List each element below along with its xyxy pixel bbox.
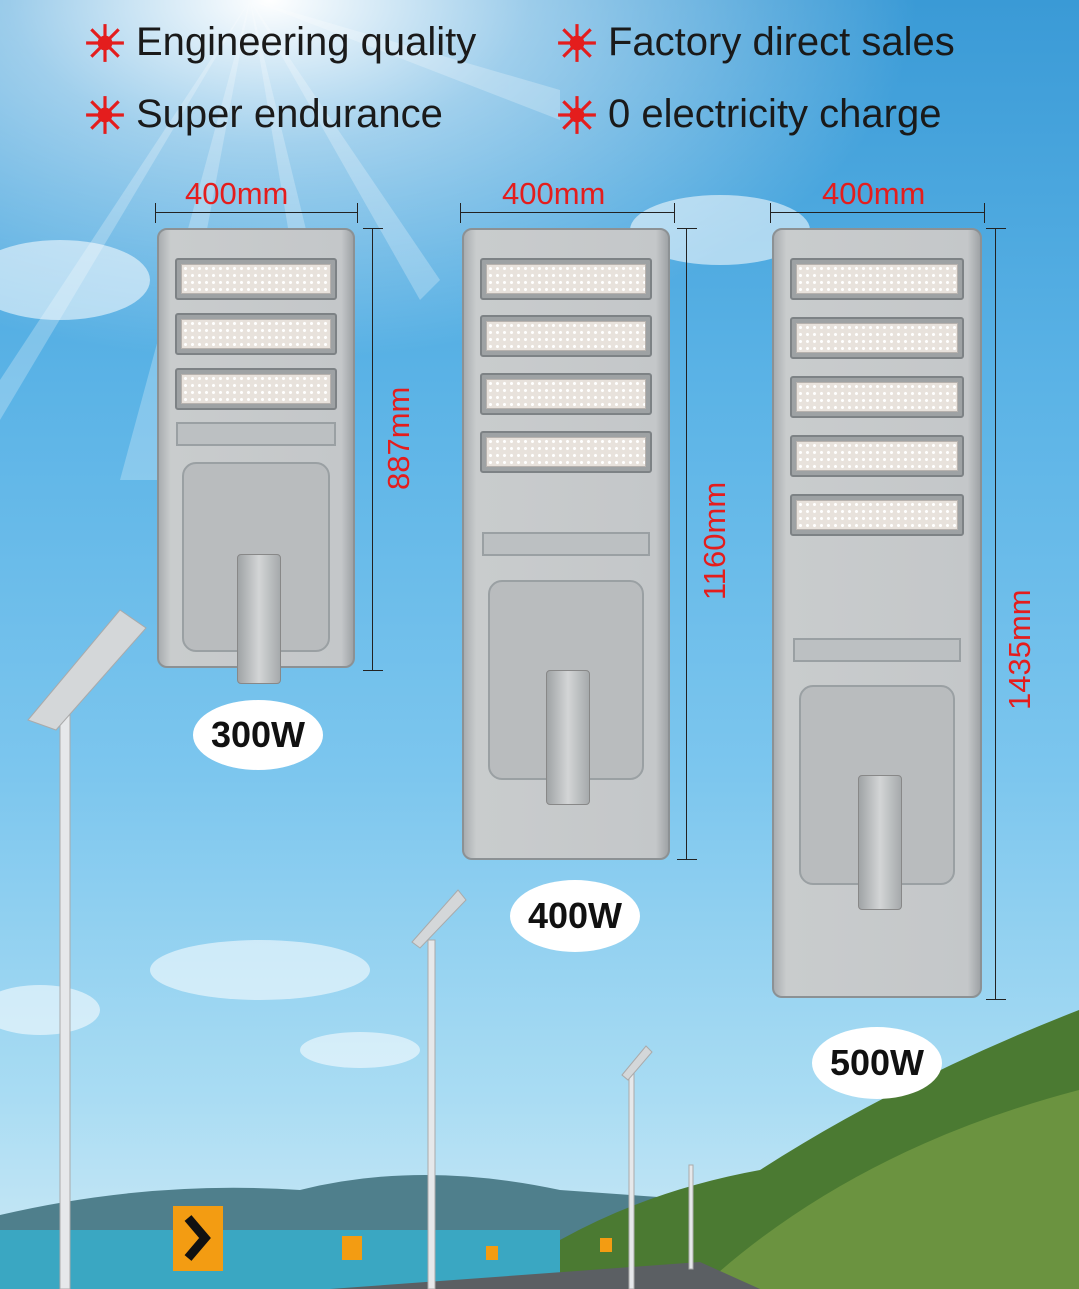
street-poles [27, 609, 694, 1289]
height-label: 1160mm [697, 481, 732, 601]
mount-arm [546, 670, 590, 805]
feature-engineering-quality: Engineering quality [84, 20, 476, 65]
feature-text: Engineering quality [136, 20, 477, 64]
red-star-icon [86, 23, 124, 62]
led-module [790, 258, 964, 300]
led-module [174, 313, 338, 355]
led-module [790, 494, 964, 536]
led-module [790, 376, 964, 418]
road-signs [173, 1206, 612, 1271]
width-dimension-line [155, 203, 358, 223]
lamp-300w [157, 228, 355, 684]
width-label: 400mm [185, 176, 289, 211]
led-module [790, 317, 964, 359]
road [330, 1262, 760, 1289]
power-badge-500w: 500W [812, 1027, 942, 1099]
clouds [0, 195, 810, 1068]
hinge-bar [482, 532, 650, 556]
lamp-500w [772, 228, 982, 998]
feature-text: Factory direct sales [608, 20, 955, 64]
feature-zero-electricity-charge: 0 electricity charge [556, 92, 941, 137]
power-badge-300w: 300W [193, 700, 323, 770]
feature-super-endurance: Super endurance [84, 92, 443, 137]
width-dimension-line [460, 203, 675, 223]
red-star-icon [558, 95, 596, 134]
led-module [790, 435, 964, 477]
height-dimension-line [677, 228, 697, 860]
height-dimension-line [986, 228, 1006, 1000]
height-label: 887mm [381, 386, 416, 490]
led-module [480, 373, 652, 415]
feature-text: 0 electricity charge [608, 92, 942, 136]
width-label: 400mm [502, 176, 606, 211]
hinge-bar [792, 638, 962, 662]
power-badge-400w: 400W [510, 880, 640, 952]
lamp-400w [462, 228, 670, 860]
led-module [480, 258, 652, 300]
led-module [480, 315, 652, 357]
height-dimension-line [363, 228, 383, 671]
led-module [480, 431, 652, 473]
led-module [174, 368, 338, 410]
width-label: 400mm [822, 176, 926, 211]
mount-arm [858, 775, 902, 910]
led-module [174, 258, 338, 300]
width-dimension-line [770, 203, 985, 223]
feature-text: Super endurance [136, 92, 443, 136]
mount-arm [237, 554, 281, 684]
hinge-bar [176, 422, 336, 446]
height-label: 1435mm [1002, 589, 1037, 710]
red-star-icon [558, 23, 596, 62]
feature-factory-direct-sales: Factory direct sales [556, 20, 955, 65]
red-star-icon [86, 95, 124, 134]
